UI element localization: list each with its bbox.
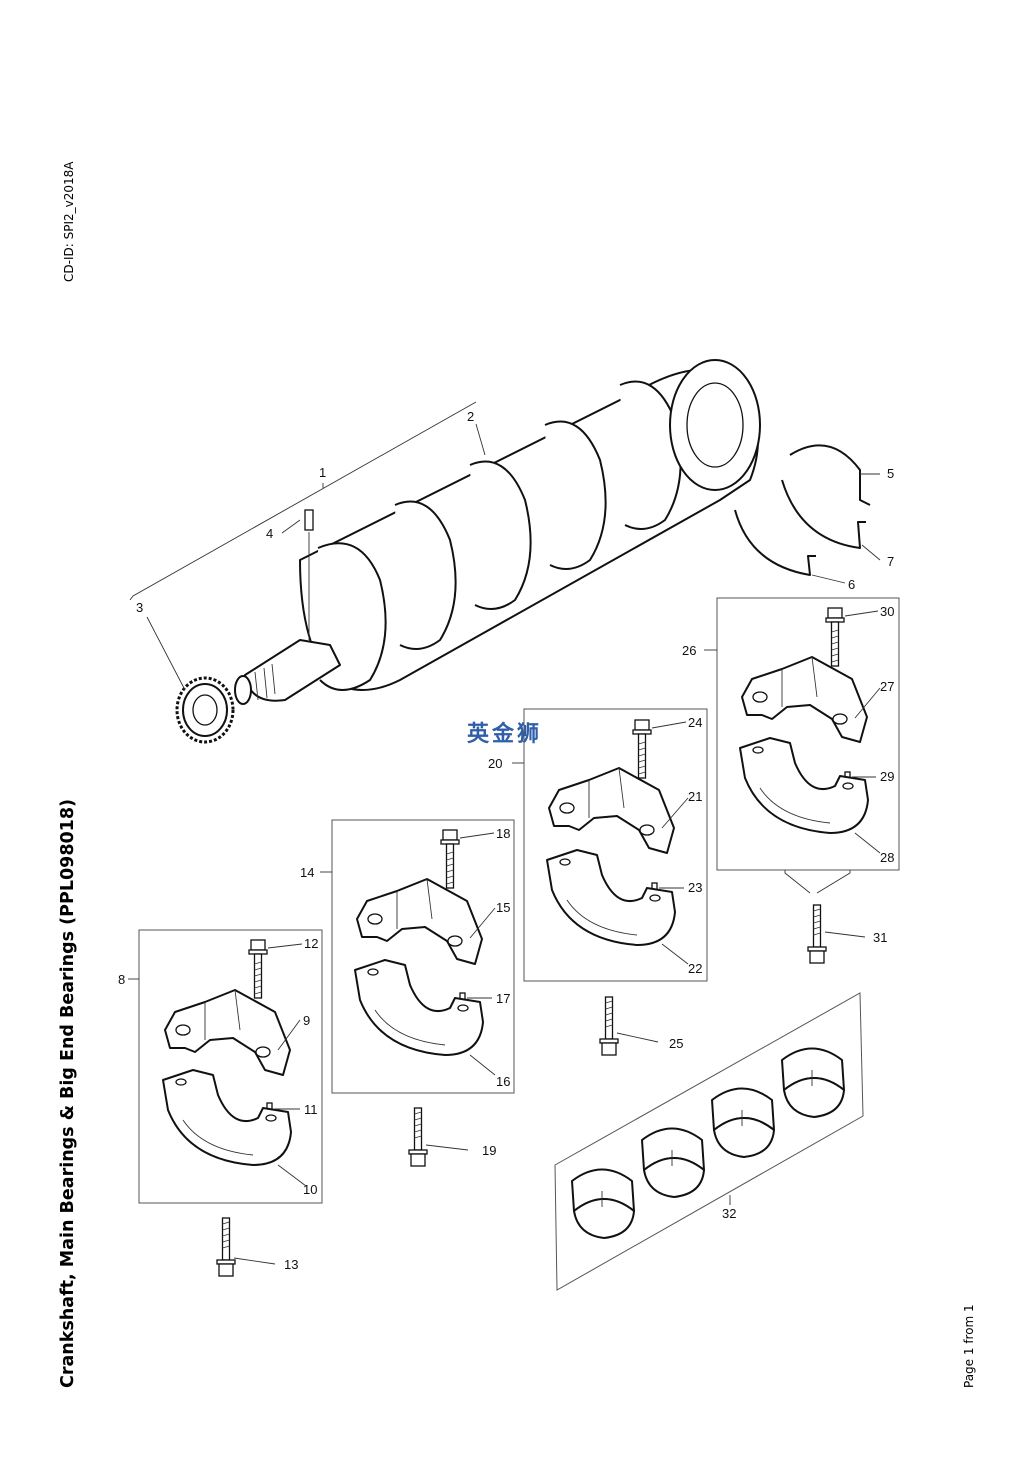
callout-9: 9 xyxy=(303,1013,310,1028)
callout-7: 7 xyxy=(887,554,894,569)
callout-29: 29 xyxy=(880,769,894,784)
crankshaft xyxy=(234,359,761,705)
callout-13: 13 xyxy=(284,1257,298,1272)
callout-labels: 1 2 3 4 5 6 7 8 9 10 11 12 13 14 15 16 1… xyxy=(118,409,894,1272)
callout-11: 11 xyxy=(304,1102,318,1117)
callout-16: 16 xyxy=(496,1074,510,1089)
callout-25: 25 xyxy=(669,1036,683,1051)
callout-12: 12 xyxy=(304,936,318,951)
bearing-shells-group xyxy=(554,992,864,1291)
callout-27: 27 xyxy=(880,679,894,694)
bearing-group-20 xyxy=(523,708,708,982)
callout-23: 23 xyxy=(688,880,702,895)
callout-8: 8 xyxy=(118,972,125,987)
callout-17: 17 xyxy=(496,991,510,1006)
thrust-washer-upper xyxy=(789,444,871,506)
bearing-group-14 xyxy=(331,819,515,1094)
callout-32: 32 xyxy=(722,1206,736,1221)
thrust-washer-mid xyxy=(781,479,866,549)
callout-5: 5 xyxy=(887,466,894,481)
callout-31: 31 xyxy=(873,930,887,945)
callout-1: 1 xyxy=(319,465,326,480)
callout-21: 21 xyxy=(688,789,702,804)
callout-26: 26 xyxy=(682,643,696,658)
thrust-washer-lower xyxy=(734,509,816,576)
callout-22: 22 xyxy=(688,961,702,976)
callout-19: 19 xyxy=(482,1143,496,1158)
callout-2: 2 xyxy=(467,409,474,424)
callout-28: 28 xyxy=(880,850,894,865)
bearing-group-26 xyxy=(716,597,900,871)
callout-15: 15 xyxy=(496,900,510,915)
callout-6: 6 xyxy=(848,577,855,592)
callout-14: 14 xyxy=(300,865,314,880)
callout-4: 4 xyxy=(266,526,273,541)
callout-3: 3 xyxy=(136,600,143,615)
callout-30: 30 xyxy=(880,604,894,619)
leader-lines xyxy=(128,423,881,1265)
bearing-group-8 xyxy=(138,929,323,1204)
crankshaft-gear xyxy=(175,676,235,744)
callout-18: 18 xyxy=(496,826,510,841)
callout-10: 10 xyxy=(303,1182,317,1197)
callout-20: 20 xyxy=(488,756,502,771)
watermark-text: 英金狮 xyxy=(467,722,543,747)
callout-24: 24 xyxy=(688,715,702,730)
dowel-pin xyxy=(304,509,314,640)
